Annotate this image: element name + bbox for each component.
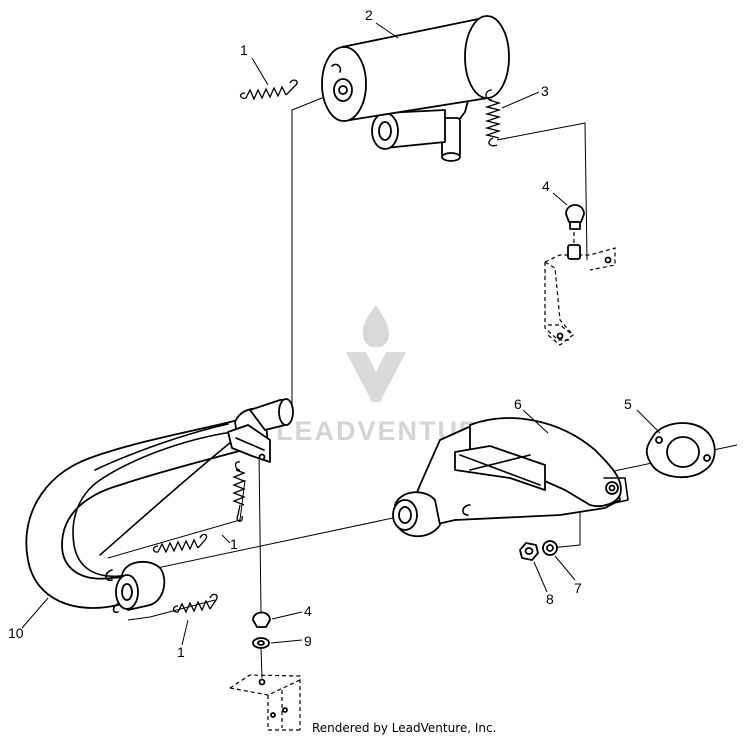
callout-8-nut: 8 [546,591,554,607]
callout-7-washer: 7 [574,580,582,596]
gasket [645,422,716,479]
callout-1-top-left: 1 [240,42,248,58]
callout-10-head-pipe: 10 [8,625,24,641]
grommet-lower [252,611,271,628]
spring-upper-right [484,89,502,147]
spring-top-left [239,79,298,101]
washer-lower [252,637,270,649]
leadventure-watermark: LEADVENTURE [276,305,499,446]
callout-1-lower-left: 1 [177,644,185,660]
spring-vertical-middle [232,461,246,522]
bracket-upper-right [544,218,616,346]
callout-6-manifold: 6 [514,396,522,412]
callout-4-grommet-lower: 4 [304,603,312,619]
callout-2-muffler: 2 [365,7,373,23]
washer [542,540,558,556]
spring-lower-middle [152,533,208,554]
footer-credit: Rendered by LeadVenture, Inc. [312,721,497,735]
callout-4-grommet-upper: 4 [542,178,550,194]
leader-lines [107,89,738,679]
callout-1-middle: 1 [230,536,238,552]
grommet-upper [565,204,585,230]
nut [519,542,539,561]
callout-3-spring: 3 [541,83,549,99]
callout-labels: 1 2 3 4 5 6 1 10 1 8 7 4 9 [8,7,632,660]
callout-5-gasket: 5 [624,396,632,412]
spring-lower-left [172,593,218,614]
muffler [321,15,510,162]
callout-9-washer: 9 [304,633,312,649]
exhaust-manifold [392,417,629,538]
callout-leaders [21,22,661,646]
bracket-lower [229,674,301,731]
head-pipe [25,398,294,614]
